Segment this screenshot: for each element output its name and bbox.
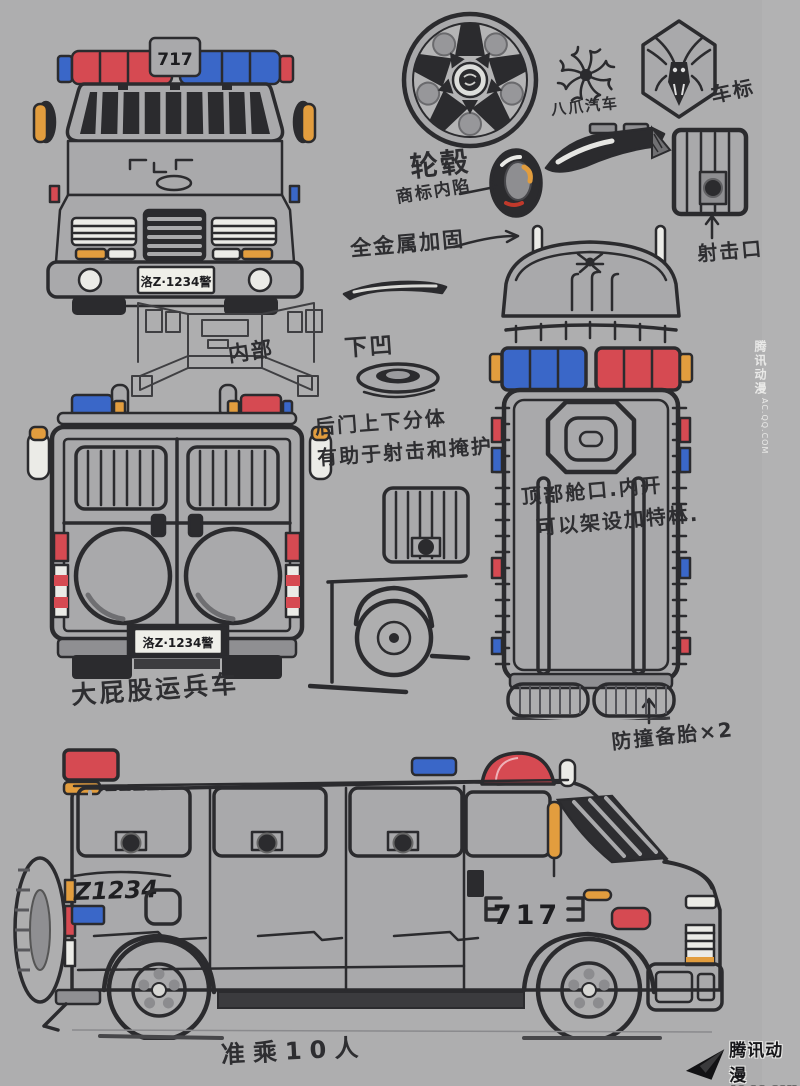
side-window-2: [212, 786, 328, 858]
rear-plate-text: 洛Z·1234警: [143, 635, 214, 650]
roof-hatch: [545, 399, 637, 475]
spare-tire-right: [592, 682, 676, 718]
left-marker-lamp: [32, 102, 49, 144]
right-arrow-icon: [458, 180, 504, 196]
front-emblem-oval: [155, 174, 193, 192]
recessed-logo-wheel-drawing: [489, 148, 543, 218]
a-pillar-marker: [546, 800, 563, 860]
right-arrow-icon: [452, 229, 520, 249]
metal-strip-drawing: [342, 280, 448, 301]
top-lightbar-red: [594, 346, 682, 392]
fender-marker-light: [610, 906, 652, 931]
door-number-text: 717: [493, 900, 561, 931]
wheel-hub-drawing: [401, 11, 539, 149]
front-lightbar-blue-cap: [56, 54, 74, 84]
roof-number: 717: [157, 50, 193, 70]
spider-emblem-icon: [575, 252, 605, 274]
top-lightbar-blue: [500, 346, 588, 392]
watermark-site: AC.QQ.COM: [760, 398, 769, 455]
right-headlight: [210, 216, 278, 247]
label-full-metal: 全金属加固: [349, 226, 467, 261]
shooting-port-panel-drawing: [671, 127, 749, 217]
front-bumper-side: [646, 962, 724, 1012]
paper-plane-icon: [685, 1049, 725, 1080]
label-recessed: 下凹: [343, 332, 396, 362]
rear-wheel: [106, 937, 212, 1040]
front-windshield: [80, 92, 270, 134]
front-view-drawing: 717 洛Z·1234警: [32, 36, 317, 315]
side-code-text: Z1234: [72, 875, 158, 906]
label-shooting-port: 射击口: [696, 236, 765, 266]
side-view-drawing: Z1234 717: [13, 748, 724, 1040]
label-rear-door-note: 后门上下分体 有助于射击和掩护: [314, 400, 494, 474]
side-roof-red-dome: [480, 751, 556, 786]
cab-quarter-sketch-drawing: [308, 486, 471, 695]
background-seam: [762, 0, 800, 1086]
label-capacity: 准乘10人: [220, 1033, 367, 1069]
car-emblem-icon: [641, 19, 717, 119]
recessed-handle-drawing: [356, 362, 440, 399]
watermark-corner: 腾讯动漫 AC.QQ.COM: [684, 1036, 800, 1086]
octopus-logo-icon: [556, 45, 616, 105]
rear-license-plate: [132, 627, 224, 656]
door-handle-recess: [144, 888, 182, 926]
side-rear-beacon: [62, 748, 120, 782]
watermark-side: 腾讯动漫 AC.QQ.COM: [752, 340, 769, 454]
label-logo-recessed: 商标内陷: [394, 176, 473, 208]
rocker-panel: [217, 991, 525, 1009]
left-headlight: [70, 216, 138, 247]
roof-number-sign: [148, 36, 202, 78]
front-plate-text: 洛Z·1234警: [141, 274, 212, 289]
rear-left-window: [74, 445, 168, 511]
front-wheel: [535, 936, 643, 1040]
watermark-brand: 腾讯动漫: [729, 1041, 784, 1086]
front-license-plate: [136, 265, 216, 295]
spare-tire-left: [506, 682, 590, 718]
watermark-brand: 腾讯动漫: [753, 340, 767, 396]
armor-visor-drawing: [544, 122, 672, 173]
side-blue-badge: [70, 904, 106, 926]
interior-sketch-drawing: [131, 302, 323, 397]
side-window-1: [76, 786, 192, 858]
rear-left-porthole: [73, 526, 173, 626]
side-window-3: [348, 786, 464, 858]
side-roof-blue-light: [410, 756, 458, 777]
up-arrow-icon: [704, 214, 720, 240]
label-interior: 内部: [226, 336, 276, 367]
rear-right-window: [186, 445, 280, 511]
rear-view-drawing: 洛Z·1234警: [26, 383, 333, 679]
rear-right-porthole: [183, 526, 283, 626]
top-view-drawing: [488, 224, 694, 720]
